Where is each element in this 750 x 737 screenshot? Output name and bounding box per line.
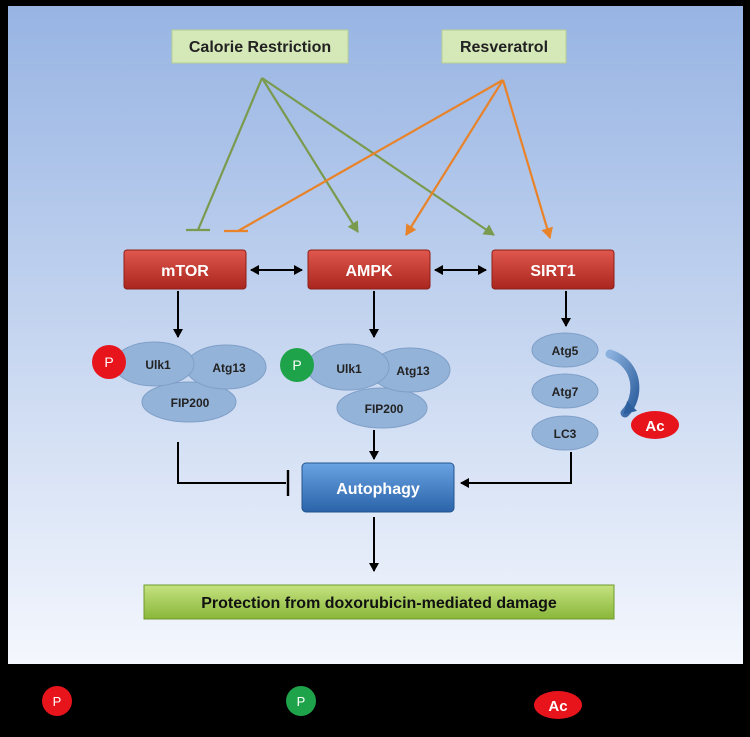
sirt1-targets: Atg5 Atg7 LC3 — [531, 332, 599, 451]
atg13-label: Atg13 — [396, 364, 430, 378]
calorie-inhibits-mtor — [196, 77, 264, 231]
legend-phospho-green — [286, 686, 316, 716]
atg7-label: Atg7 — [552, 385, 579, 399]
legend-acetyl-label: Ac — [548, 698, 567, 715]
calorie-to-sirt1 — [261, 77, 495, 236]
ulk1-complex-inhibited: Ulk1 Atg13 FIP200 P — [92, 341, 267, 423]
fip200-label: FIP200 — [365, 402, 404, 416]
fip200-ellipse — [141, 381, 237, 423]
ulk1-label: Ulk1 — [336, 362, 362, 376]
legend-phospho-green-label: P — [297, 694, 306, 709]
phospho-green-badge — [280, 348, 314, 382]
atg13-label: Atg13 — [212, 361, 246, 375]
phospho-red-label: P — [104, 354, 113, 370]
atg5-ellipse — [531, 332, 599, 368]
resveratrol-to-sirt1 — [501, 79, 553, 239]
autophagy-label: Autophagy — [336, 481, 420, 498]
fip200-ellipse — [336, 387, 428, 429]
calorie-restriction-label: Calorie Restriction — [189, 39, 331, 56]
calorie-restriction-box: Calorie Restriction — [171, 29, 349, 64]
legend: P P Ac — [42, 686, 582, 719]
mtor-box: mTOR — [123, 249, 247, 290]
lc3-ellipse — [531, 415, 599, 451]
legend-phospho-red — [42, 686, 72, 716]
acetyl-badge: Ac — [631, 411, 679, 439]
legend-phospho-red-label: P — [53, 694, 62, 709]
sirt1-targets-to-autophagy — [460, 452, 572, 488]
resveratrol-arrows — [224, 79, 553, 239]
sirt1-box: SIRT1 — [491, 249, 615, 290]
autophagy-box: Autophagy — [301, 462, 455, 513]
calorie-restriction-arrows — [186, 77, 495, 236]
ulk1-label: Ulk1 — [145, 358, 171, 372]
calorie-to-ampk — [261, 77, 359, 233]
atg7-ellipse — [531, 373, 599, 409]
mtor-complex-inhibits-autophagy — [177, 442, 286, 484]
phospho-red-badge — [92, 345, 126, 379]
resveratrol-to-ampk — [405, 79, 504, 236]
acetyl-label: Ac — [645, 418, 664, 435]
resveratrol-inhibits-mtor — [237, 79, 504, 232]
lc3-label: LC3 — [554, 427, 577, 441]
protection-label: Protection from doxorubicin-mediated dam… — [201, 595, 557, 612]
resveratrol-label: Resveratrol — [460, 39, 548, 56]
diagram-panel — [8, 6, 743, 664]
protection-box: Protection from doxorubicin-mediated dam… — [143, 584, 615, 620]
ampk-label: AMPK — [345, 263, 393, 280]
legend-acetyl — [534, 691, 582, 719]
ampk-box: AMPK — [307, 249, 431, 290]
phospho-green-label: P — [292, 357, 301, 373]
fip200-label: FIP200 — [171, 396, 210, 410]
acetylation-curved-arrow — [605, 349, 640, 418]
mtor-label: mTOR — [161, 263, 209, 280]
resveratrol-box: Resveratrol — [441, 29, 567, 64]
ulk1-complex-activated: Ulk1 Atg13 FIP200 P — [280, 343, 451, 429]
sirt1-label: SIRT1 — [530, 263, 575, 280]
atg5-label: Atg5 — [552, 344, 579, 358]
